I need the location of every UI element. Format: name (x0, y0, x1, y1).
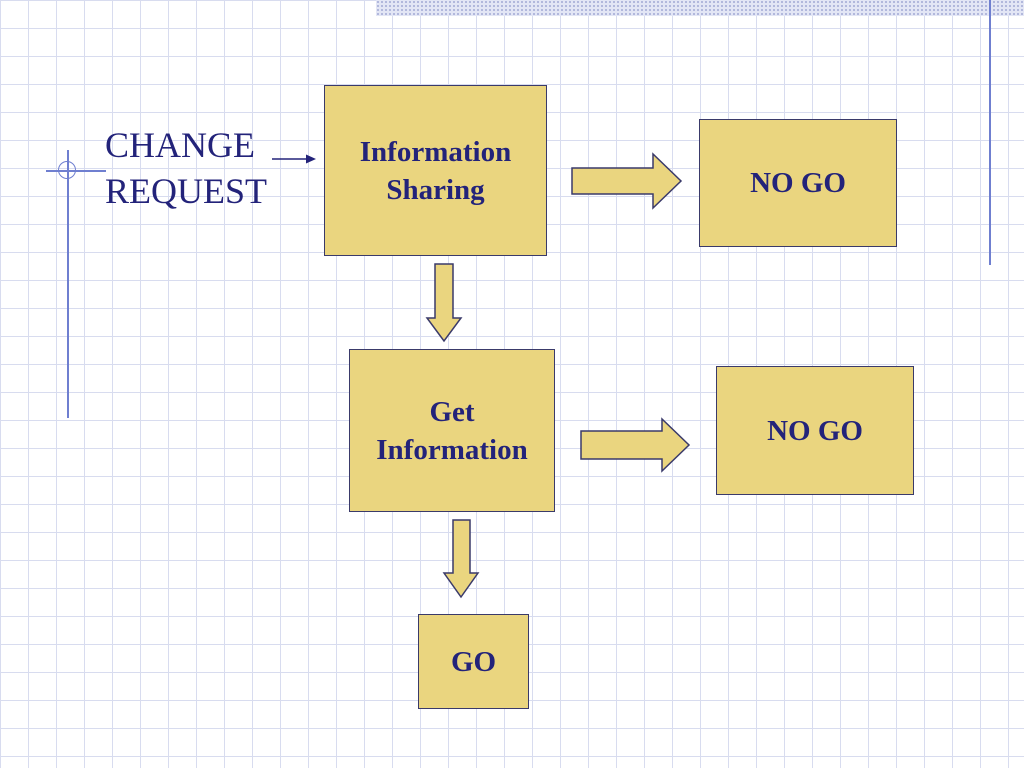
block-arrow-down-top (425, 263, 463, 343)
block-arrow-down-bottom (442, 519, 480, 599)
block-arrow-right-bottom (580, 417, 691, 473)
no-go-box-bottom: NO GO (716, 366, 914, 495)
get-information-box: Get Information (349, 349, 555, 512)
information-sharing-text: Information Sharing (359, 135, 512, 206)
change-request-label: CHANGE REQUEST (105, 122, 267, 214)
no-go-text-bottom: NO GO (767, 414, 863, 447)
change-request-line2: REQUEST (105, 171, 267, 211)
get-information-text: Get Information (376, 395, 528, 466)
no-go-text-top: NO GO (750, 167, 846, 199)
right-vertical-rule (989, 0, 991, 265)
left-vertical-rule (67, 150, 69, 418)
information-sharing-box: Information Sharing (324, 85, 547, 256)
change-request-line1: CHANGE (105, 125, 255, 165)
go-box: GO (418, 614, 529, 709)
bullet-ring-icon (58, 161, 76, 179)
header-pattern-band (376, 0, 1024, 16)
left-horizontal-rule (46, 170, 106, 172)
no-go-box-top: NO GO (699, 119, 897, 247)
go-text: GO (450, 645, 497, 678)
change-request-arrow (272, 154, 316, 164)
block-arrow-right-top (571, 152, 683, 210)
